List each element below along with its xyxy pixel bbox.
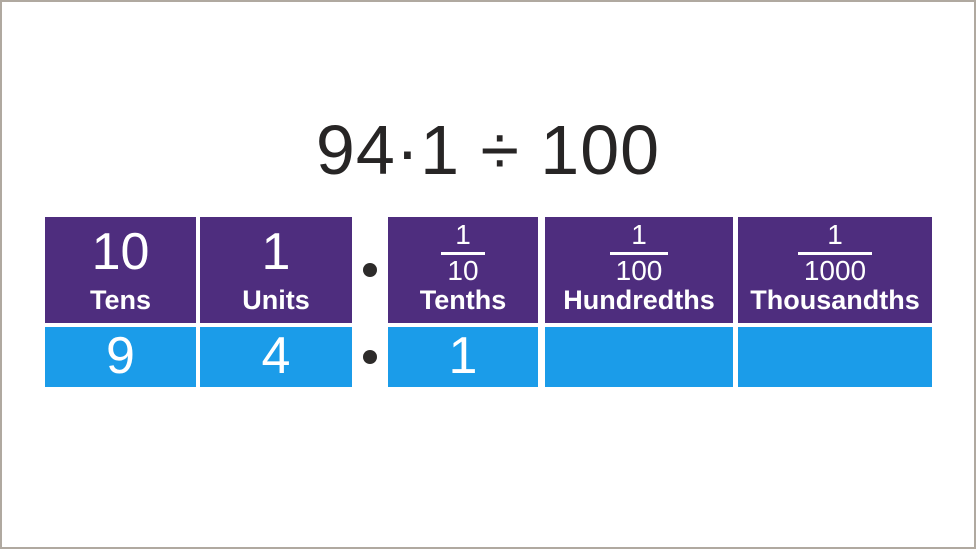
digit-cell-tens: 9	[45, 327, 196, 387]
fraction-denominator: 10	[441, 251, 485, 287]
decimal-zone-header	[352, 217, 388, 323]
fraction-hundredths: 1 100	[609, 216, 669, 287]
decimal-separator-column	[352, 217, 388, 387]
header-cell-tens: 10 Tens	[45, 217, 196, 323]
header-cell-units: 1 Units	[200, 217, 352, 323]
place-value-table: 10 Tens 9 1 Units 4 1 10	[45, 217, 934, 387]
digit-cell-thousandths	[738, 327, 932, 387]
decimal-point-icon	[363, 350, 377, 364]
digit-cell-units: 4	[200, 327, 352, 387]
column-thousandths: 1 1000 Thousandths	[738, 217, 932, 387]
column-hundredths: 1 100 Hundredths	[545, 217, 733, 387]
fraction-numerator: 1	[455, 219, 471, 251]
fraction-denominator: 1000	[797, 251, 873, 287]
expression-title: 94·1 ÷ 100	[315, 111, 661, 189]
fraction-numerator: 1	[827, 219, 843, 251]
place-value-label: Thousandths	[750, 285, 920, 316]
fraction-numerator: 1	[631, 219, 647, 251]
fraction-thousandths: 1 1000	[797, 216, 873, 287]
header-cell-thousandths: 1 1000 Thousandths	[738, 217, 932, 323]
decimal-zone-value	[352, 327, 388, 387]
place-value-label: Tenths	[419, 285, 507, 316]
column-tens: 10 Tens 9	[45, 217, 196, 387]
column-tenths: 1 10 Tenths 1	[388, 217, 538, 387]
digit-cell-tenths: 1	[388, 327, 538, 387]
place-value-label: Hundredths	[563, 285, 715, 316]
place-value-label: Tens	[89, 285, 151, 316]
column-units: 1 Units 4	[200, 217, 352, 387]
header-cell-hundredths: 1 100 Hundredths	[545, 217, 733, 323]
digit-cell-hundredths	[545, 327, 733, 387]
place-value-number: 1	[261, 222, 291, 281]
place-value-number: 10	[91, 222, 150, 281]
decimal-point-icon	[363, 263, 377, 277]
place-value-label: Units	[242, 285, 310, 316]
header-cell-tenths: 1 10 Tenths	[388, 217, 538, 323]
fraction-denominator: 100	[609, 251, 669, 287]
fraction-tenths: 1 10	[441, 216, 485, 287]
